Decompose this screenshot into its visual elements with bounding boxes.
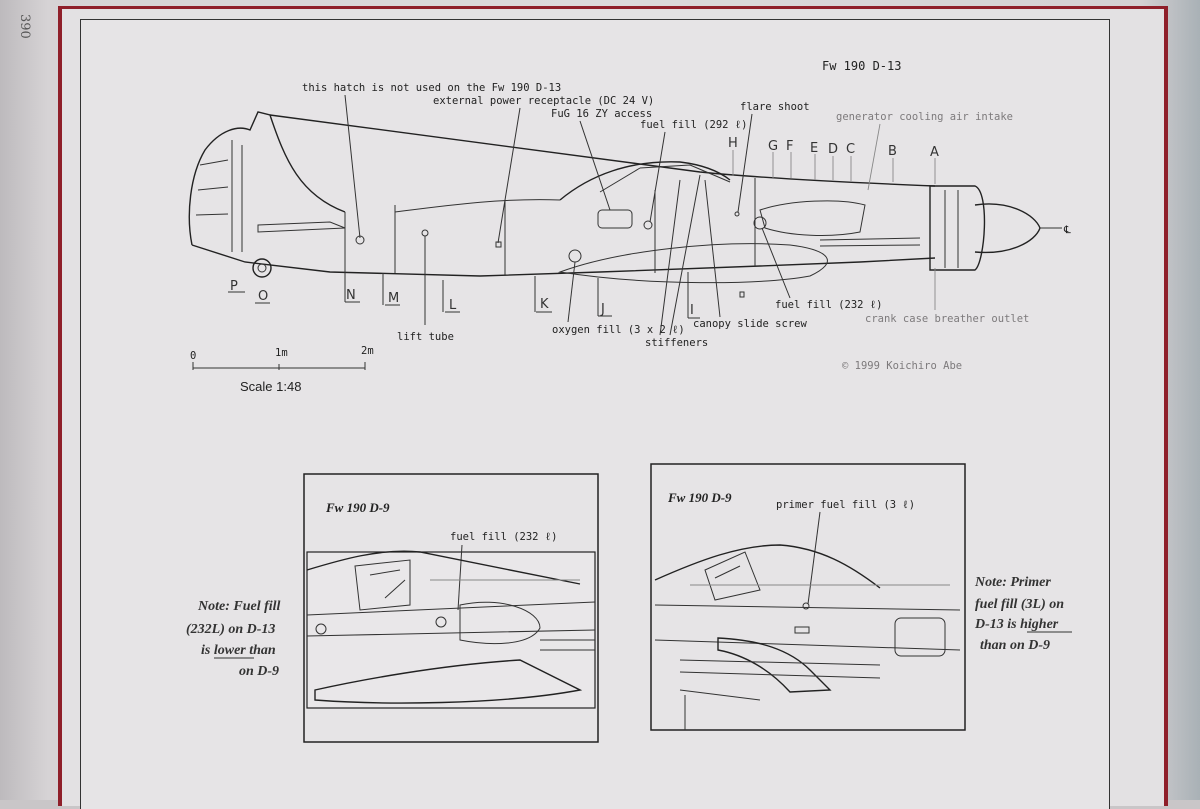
svg-text:is lower than: is lower than — [201, 643, 276, 658]
svg-text:J: J — [600, 302, 605, 317]
drawing-title: Fw 190 D-13 — [822, 59, 901, 73]
inset-callout: fuel fill (232 ℓ) — [450, 531, 557, 543]
callout-oxygen: oxygen fill (3 x 2 ℓ) — [552, 324, 685, 336]
svg-text:H: H — [728, 136, 738, 151]
inset-d9-primer: Fw 190 D-9 primer fuel fill (3 ℓ) — [650, 463, 966, 731]
svg-text:D: D — [828, 142, 838, 157]
inset-title-2: Fw 190 D-9 — [667, 490, 732, 505]
callout-flare: flare shoot — [740, 101, 810, 113]
station-letters-top: H G F E D C B A — [728, 136, 939, 184]
callout-canopy: canopy slide screw — [693, 318, 807, 330]
fuselage-outline — [188, 111, 1062, 298]
svg-text:I: I — [690, 303, 694, 318]
svg-text:D-13 is higher: D-13 is higher — [974, 617, 1059, 632]
svg-text:A: A — [930, 145, 939, 160]
callout-crank: crank case breather outlet — [865, 313, 1029, 325]
svg-text:K: K — [540, 297, 549, 312]
callout-power: external power receptacle (DC 24 V) — [433, 95, 654, 107]
callout-fuel292: fuel fill (292 ℓ) — [640, 119, 747, 131]
svg-text:N: N — [346, 288, 356, 303]
svg-text:F: F — [786, 139, 793, 154]
scale-label: Scale 1:48 — [240, 379, 301, 394]
svg-text:L: L — [449, 298, 457, 313]
station-letters-bottom: P O N M L K J I — [228, 272, 700, 319]
svg-text:fuel fill (3L) on: fuel fill (3L) on — [975, 597, 1064, 612]
svg-text:2m: 2m — [361, 345, 374, 357]
callout-hatch: this hatch is not used on the Fw 190 D-1… — [302, 82, 561, 94]
svg-text:on D-9: on D-9 — [239, 664, 279, 679]
svg-text:0: 0 — [190, 350, 196, 362]
callout-fuel232: fuel fill (232 ℓ) — [775, 299, 882, 311]
inset-callout-2: primer fuel fill (3 ℓ) — [776, 499, 915, 511]
inset-d9-fuel: Fw 190 D-9 fuel fill (232 ℓ) — [303, 473, 599, 743]
svg-text:than on D-9: than on D-9 — [980, 638, 1050, 653]
centerline-mark: ℄ — [1063, 224, 1071, 236]
inset-title: Fw 190 D-9 — [325, 500, 390, 515]
callout-stiffeners: stiffeners — [645, 337, 708, 349]
callout-fug: FuG 16 ZY access — [551, 108, 652, 120]
svg-text:M: M — [388, 291, 399, 306]
svg-text:P: P — [230, 279, 238, 294]
note-right: Note: Primer fuel fill (3L) on D-13 is h… — [974, 575, 1072, 653]
svg-text:1m: 1m — [275, 347, 288, 359]
svg-text:(232L) on D-13: (232L) on D-13 — [186, 622, 275, 637]
svg-text:E: E — [810, 141, 818, 156]
svg-text:Note: Fuel fill: Note: Fuel fill — [197, 599, 281, 614]
note-left: Note: Fuel fill (232L) on D-13 is lower … — [186, 599, 281, 679]
callouts: this hatch is not used on the Fw 190 D-1… — [302, 82, 1071, 349]
scale-bar: 0 1m 2m Scale 1:48 — [190, 345, 374, 394]
copyright: © 1999 Koichiro Abe — [842, 360, 962, 372]
svg-text:G: G — [768, 139, 778, 154]
callout-lift-tube: lift tube — [397, 331, 454, 343]
svg-text:B: B — [888, 144, 897, 159]
callout-generator: generator cooling air intake — [836, 111, 1013, 123]
svg-text:C: C — [846, 142, 855, 157]
svg-text:Note: Primer: Note: Primer — [974, 575, 1051, 590]
svg-text:O: O — [258, 289, 268, 304]
